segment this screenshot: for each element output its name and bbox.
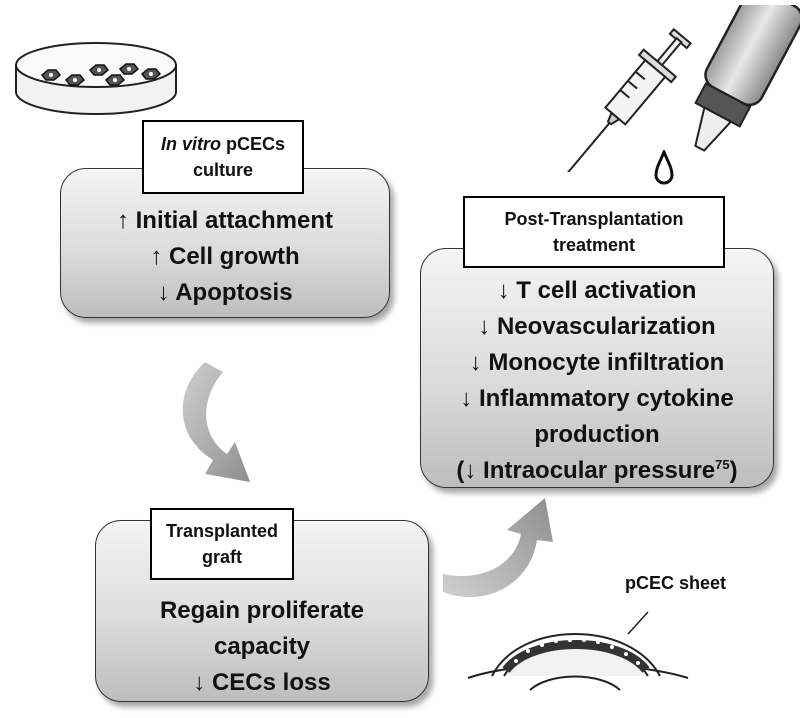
treatment-effect-line: ↓ T cell activation bbox=[497, 277, 697, 304]
graft-effect-line: capacity bbox=[213, 633, 311, 660]
drop-icon bbox=[654, 150, 674, 185]
treatment-effect-line: (↓ Intraocular pressure75) bbox=[456, 457, 738, 484]
graft-label: Transplanted graft bbox=[150, 508, 294, 580]
treatment-effect-line: ↓ Neovascularization bbox=[478, 313, 716, 340]
treatment-effect-line: production bbox=[534, 421, 660, 448]
dropper-bottle-icon bbox=[694, 5, 800, 152]
treatment-effect-line: ↓ Inflammatory cytokine bbox=[460, 385, 734, 412]
reference-superscript: 75 bbox=[715, 457, 730, 472]
eye-cornea-icon bbox=[467, 611, 689, 691]
culture-label: In vitro pCECs culture bbox=[142, 120, 304, 194]
treatment-effect-line: ↓ Monocyte infiltration bbox=[469, 349, 725, 376]
syringe-icon bbox=[565, 27, 693, 172]
culture-effect-line: ↓ Apoptosis bbox=[157, 279, 293, 306]
pcec-sheet-label: pCEC sheet bbox=[625, 573, 727, 593]
graft-effect-line: ↓ CECs loss bbox=[193, 669, 331, 696]
graft-effect-line: Regain proliferate bbox=[159, 597, 365, 624]
treatment-box: ↓ T cell activation ↓ Neovascularization… bbox=[420, 248, 774, 488]
curved-arrow-icon bbox=[182, 362, 250, 482]
culture-effect-line: ↑ Cell growth bbox=[150, 243, 300, 270]
curved-arrow-icon bbox=[443, 498, 553, 598]
culture-effect-line: ↑ Initial attachment bbox=[116, 207, 334, 234]
petri-dish-icon bbox=[15, 42, 177, 115]
treatment-label: Post-Transplantation treatment bbox=[463, 196, 725, 268]
